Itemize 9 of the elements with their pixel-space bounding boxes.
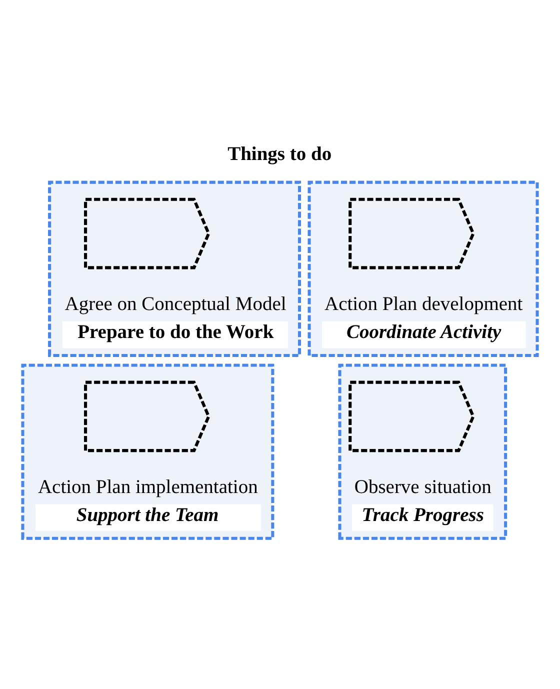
cluster: Action Plan development Coordinate Activity <box>308 180 539 357</box>
node-pentagon <box>84 198 210 270</box>
node-pentagon <box>348 198 475 270</box>
cluster: Observe situation Track Progress <box>338 364 508 540</box>
cluster: Agree on Conceptual Model Prepare to do the Work <box>48 180 302 357</box>
node-pentagon <box>84 380 210 452</box>
diagram-title: Things to do <box>228 144 332 166</box>
node-pentagon <box>348 380 475 452</box>
cluster: Action Plan implementation Support the Team <box>21 364 274 540</box>
